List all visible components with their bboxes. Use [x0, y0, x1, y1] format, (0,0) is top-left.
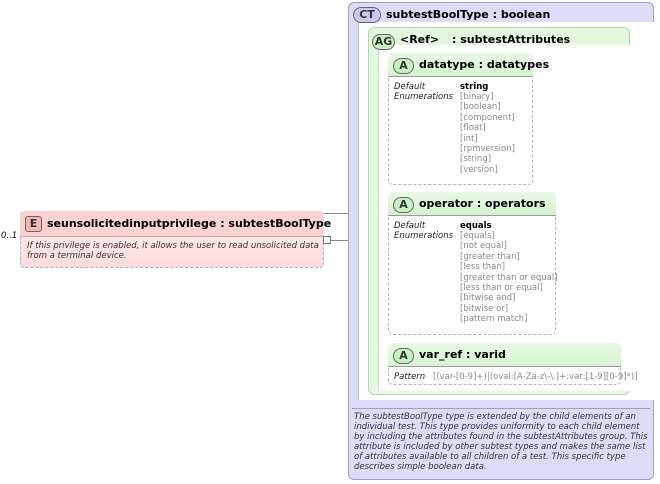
- enumeration-item: [binary]: [460, 92, 494, 102]
- enumeration-item: [less than]: [460, 262, 506, 273]
- attribute-group-name: : subtestAttributes: [452, 33, 571, 46]
- enumeration-item: [boolean]: [460, 102, 501, 113]
- connector-line: [324, 240, 348, 241]
- enumeration-item: [equals]: [460, 231, 495, 241]
- enumeration-item: [version]: [460, 164, 498, 175]
- enumeration-item: [less than or equal]: [460, 283, 543, 294]
- enumeration-list: [binary] [boolean] [component] [float] […: [460, 92, 515, 175]
- default-value: equals: [460, 221, 492, 231]
- enumeration-item: [bitwise and]: [460, 293, 516, 304]
- default-label: Default: [394, 221, 426, 231]
- attribute-badge-icon: A: [393, 58, 414, 74]
- pattern-label: Pattern: [394, 372, 426, 382]
- element-badge-icon: E: [25, 216, 42, 232]
- attribute-group-ref: <Ref>: [400, 33, 440, 46]
- attribute-badge-icon: A: [393, 197, 414, 213]
- complex-type-documentation: The subtestBoolType type is extended by …: [354, 412, 648, 472]
- default-value: string: [460, 82, 489, 92]
- attribute-operator-header: [388, 192, 556, 216]
- default-label: Default: [394, 82, 426, 92]
- enumeration-item: [component]: [460, 112, 515, 123]
- complex-type-badge-icon: CT: [353, 7, 381, 23]
- attribute-group-badge-icon: AG: [372, 34, 395, 50]
- attribute-datatype-title: datatype : datatypes: [419, 58, 550, 71]
- pattern-value: [(var-[0-9]+)|(oval:[A-Za-z\-\.]+:var:[1…: [433, 372, 638, 382]
- element-cardinality: 0..1: [1, 231, 18, 241]
- enumeration-list: [equals] [not equal] [greater than] [les…: [460, 231, 558, 325]
- enumeration-item: [greater than]: [460, 251, 520, 262]
- documentation-divider: [352, 408, 650, 409]
- enumeration-item: [string]: [460, 154, 492, 165]
- element-header: [20, 211, 324, 237]
- attribute-badge-icon: A: [393, 348, 414, 364]
- enumeration-item: [float]: [460, 123, 486, 134]
- enumeration-item: [int]: [460, 133, 478, 144]
- complex-type-title: subtestBoolType : boolean: [386, 8, 551, 21]
- element-documentation: If this privilege is enabled, it allows …: [27, 241, 319, 261]
- attribute-operator-title: operator : operators: [419, 197, 546, 210]
- element-name: seunsolicitedinputprivilege : subtestBoo…: [47, 217, 332, 230]
- enumerations-label: Enumerations: [394, 231, 454, 241]
- enumeration-item: [rpmversion]: [460, 144, 515, 155]
- attribute-var-ref-type: : varid: [466, 348, 506, 361]
- enumeration-item: [bitwise or]: [460, 303, 509, 314]
- attribute-var-ref-name: var_ref: [419, 348, 463, 361]
- enumerations-label: Enumerations: [394, 92, 454, 102]
- enumeration-item: [pattern match]: [460, 314, 528, 325]
- enumeration-item: [greater than or equal]: [460, 272, 558, 283]
- expand-toggle-icon[interactable]: [323, 236, 331, 244]
- connector-line: [324, 213, 348, 214]
- attribute-var-ref-header: [388, 343, 621, 367]
- enumeration-item: [not equal]: [460, 241, 507, 252]
